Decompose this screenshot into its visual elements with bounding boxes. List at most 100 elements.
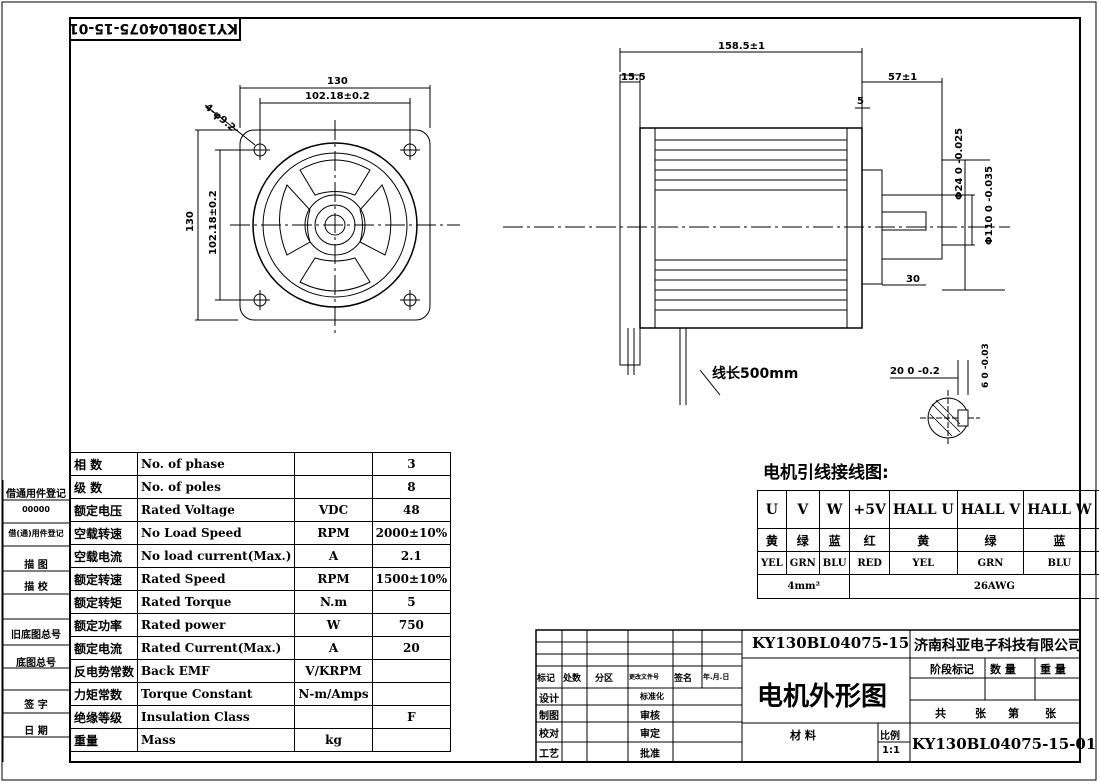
spec-value: 5	[371, 590, 452, 614]
rev-header-4: 签名	[674, 674, 693, 684]
qty-label: 数 量	[990, 663, 1016, 676]
wire-colors_cn-cell: 绿	[785, 528, 820, 552]
spec-value: 2.1	[371, 544, 452, 568]
spec-value: 20	[371, 636, 452, 660]
spec-en: Torque Constant	[137, 682, 296, 706]
dim-keyway-width: 20 0 -0.2	[890, 366, 940, 377]
drawing-number-rotated: KY130BL04075-15-01	[68, 20, 238, 36]
spec-cn: 空载电流	[69, 544, 139, 568]
spec-unit: RPM	[294, 567, 373, 591]
wire-headers-cell: HALL V	[956, 490, 1025, 529]
spec-en: Mass	[137, 728, 296, 752]
wire-headers-cell: HALL U	[888, 490, 958, 529]
drawing-number-box	[69, 17, 241, 41]
spec-value: 750	[371, 613, 452, 637]
spec-unit: A	[294, 544, 373, 568]
spec-value: 3	[371, 452, 452, 476]
spec-unit: N-m/Amps	[294, 682, 373, 706]
dim-hole-dia: 4-φ9.2	[202, 102, 237, 134]
scale-label: 比例	[880, 731, 900, 742]
role2-approve: 批准	[640, 749, 660, 760]
spec-en: Rated Speed	[137, 567, 296, 591]
side-label-6: 底图总号	[16, 658, 56, 669]
spec-en: Insulation Class	[137, 705, 296, 729]
wire-colors_cn-cell: 红	[849, 528, 890, 552]
wire-colors_cn-cell: 蓝	[1023, 528, 1096, 552]
sheet-label: 张	[975, 707, 986, 720]
spec-unit: kg	[294, 728, 373, 752]
rev-header-3: 更改文件号	[629, 674, 660, 681]
wire-colors_cn-cell: 蓝	[818, 528, 851, 552]
gauge-signal: 26AWG	[849, 574, 1099, 599]
side-label-1: 00000	[22, 505, 50, 514]
drawing-title: 电机外形图	[757, 682, 888, 712]
role-draw: 制图	[539, 711, 559, 722]
wire-colors_en-cell: GRN	[785, 551, 820, 575]
company-name: 济南科亚电子科技有限公司	[914, 638, 1082, 654]
cable-label: 线长500mm	[712, 365, 798, 382]
dim-hole-spacing-v: 102.18±0.2	[208, 190, 219, 255]
side-label-0: 借通用件登记	[6, 489, 66, 500]
drawing-no: KY130BL04075-15-01	[912, 735, 1097, 753]
spec-cn: 空载转速	[69, 521, 139, 545]
wire-headers-cell: V	[785, 490, 820, 529]
spec-unit: VDC	[294, 498, 373, 522]
side-label-2: 借(通)用件登记	[8, 529, 64, 538]
spec-unit	[294, 452, 373, 476]
role2-std: 标准化	[640, 692, 664, 701]
side-label-8: 日 期	[24, 726, 48, 737]
role-process: 工艺	[539, 749, 559, 760]
spec-cn: 级 数	[69, 475, 139, 499]
spec-en: No load current(Max.)	[137, 544, 296, 568]
dim-keyway-depth: 6 0 -0.03	[981, 343, 991, 388]
spec-value: 2000±10%	[371, 521, 452, 545]
wire-colors_cn-cell: 绿	[956, 528, 1025, 552]
side-label-5: 旧底图总号	[11, 630, 61, 641]
spec-cn: 反电势常数	[69, 659, 139, 683]
dim-body-length: 158.5±1	[718, 41, 765, 52]
dim-shaft-length: 57±1	[888, 72, 917, 83]
dim-pilot: Φ24 0 -0.025	[954, 128, 965, 200]
wire-colors_en-cell: BLU	[1023, 551, 1096, 575]
wire-colors_en-cell: BLK	[1094, 551, 1099, 575]
wire-headers-cell: U	[757, 490, 787, 529]
model-name: KY130BL04075-15	[752, 634, 910, 652]
spec-cn: 重量	[69, 728, 139, 752]
side-label-4: 描 校	[24, 582, 48, 593]
spec-value: 1500±10%	[371, 567, 452, 591]
side-strip	[2, 480, 70, 762]
spec-unit	[294, 475, 373, 499]
spec-cn: 额定转矩	[69, 590, 139, 614]
wire-headers-cell: W	[818, 490, 851, 529]
role2-approve-final: 审定	[640, 729, 660, 740]
rev-header-0: 标记	[537, 674, 556, 684]
dim-flange: 15.5	[621, 72, 646, 83]
spec-cn: 额定功率	[69, 613, 139, 637]
front-view	[195, 85, 460, 335]
dim-height: 130	[185, 211, 196, 232]
gauge-power: 4mm²	[756, 574, 851, 599]
spec-unit	[294, 705, 373, 729]
wire-colors_en-cell: YEL	[757, 551, 787, 575]
spec-en: No Load Speed	[137, 521, 296, 545]
side-label-7: 签 字	[24, 700, 48, 711]
material-label: 材 料	[790, 729, 816, 742]
wire-headers-cell: GND	[1094, 490, 1099, 529]
wire-colors_en-cell: BLU	[818, 551, 851, 575]
wire-headers-cell: HALL W	[1023, 490, 1096, 529]
spec-value: F	[371, 705, 452, 729]
wiring-title: 电机引线接线图:	[763, 463, 889, 483]
